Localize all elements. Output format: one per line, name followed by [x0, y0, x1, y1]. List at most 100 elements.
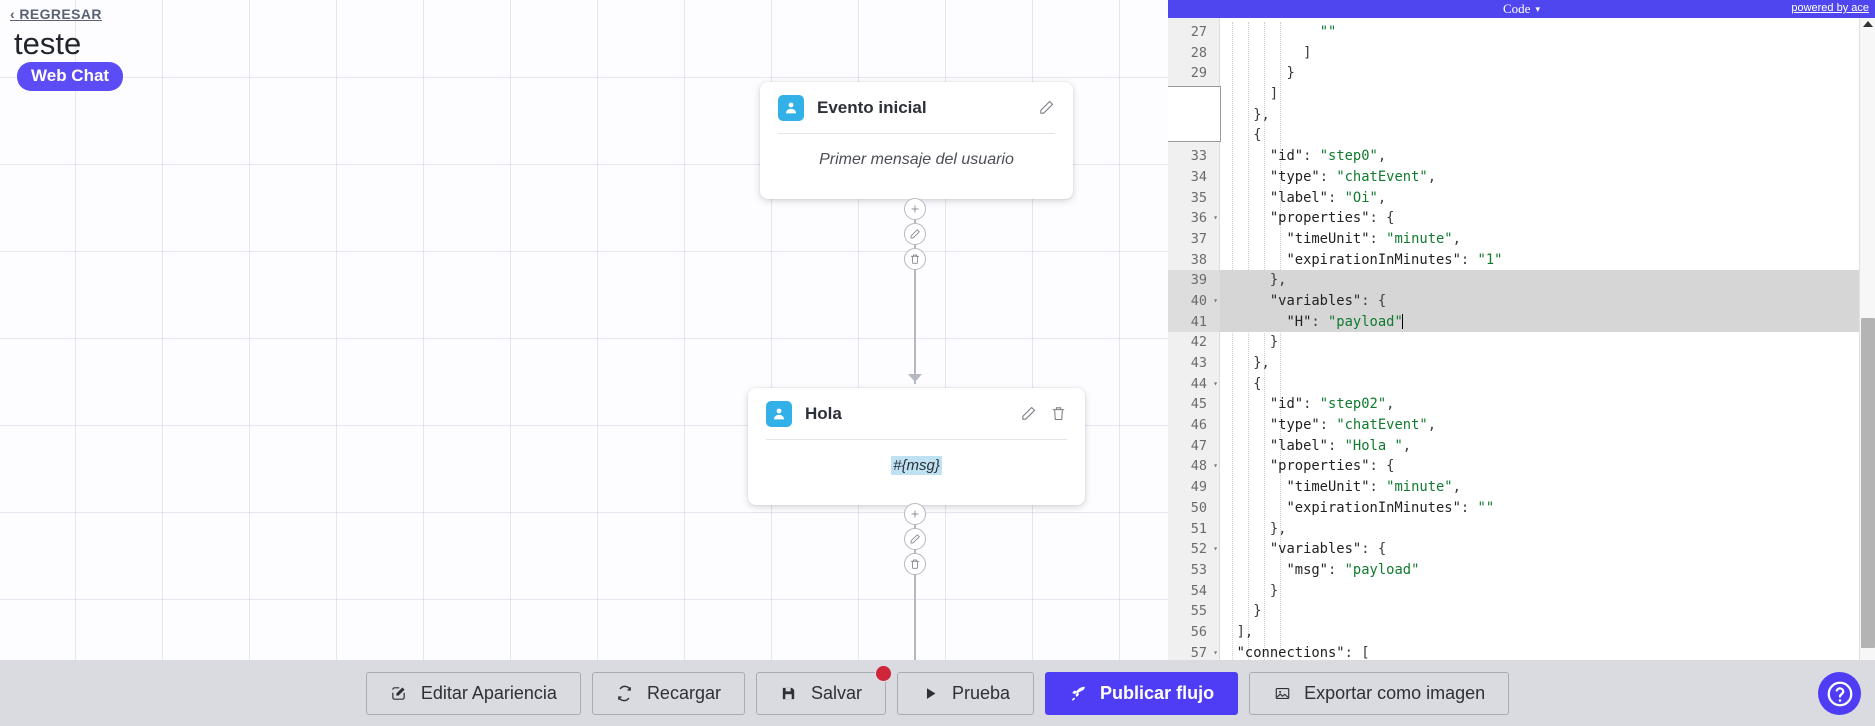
back-link[interactable]: ‹ REGRESAR [10, 6, 102, 22]
gutter-line-number[interactable]: 36 [1168, 208, 1219, 229]
gutter-line-number[interactable]: 48 [1168, 456, 1219, 477]
toolbar-button-recargar[interactable]: Recargar [591, 671, 745, 715]
toolbar-button-label: Prueba [952, 682, 1011, 703]
gutter-line-number[interactable]: 57 [1168, 643, 1219, 660]
code-line[interactable]: "variables": { [1269, 541, 1387, 558]
gutter-line-number[interactable]: 47 [1190, 437, 1207, 454]
code-line[interactable]: }, [1220, 270, 1875, 291]
gutter-line-number[interactable]: 33 [1190, 148, 1207, 165]
chevron-down-icon[interactable]: ▾ [1535, 3, 1540, 14]
gutter-line-number[interactable]: 42 [1190, 334, 1207, 351]
gutter-line-number[interactable]: 54 [1190, 582, 1207, 599]
code-line[interactable]: { [1220, 127, 1262, 144]
delete-icon[interactable] [904, 248, 926, 270]
code-line[interactable]: } [1220, 334, 1279, 351]
toolbar-button-exportar-como-imagen[interactable]: Exportar como imagen [1249, 671, 1510, 715]
code-line[interactable]: "timeUnit": "minute", [1286, 230, 1461, 247]
toolbar-button-prueba[interactable]: Prueba [897, 671, 1035, 715]
plus-icon[interactable] [904, 503, 926, 525]
edit-icon[interactable] [1020, 405, 1037, 422]
code-line[interactable]: }, [1220, 520, 1287, 537]
code-line[interactable]: }, [1220, 106, 1270, 123]
flow-node-evento-inicial[interactable]: Evento inicial Primer mensaje del usuari… [760, 82, 1073, 199]
editor-scrollbar[interactable] [1859, 18, 1875, 660]
toolbar-button-publicar-flujo[interactable]: Publicar flujo [1045, 671, 1239, 715]
flow-canvas[interactable]: ‹ REGRESAR teste Web Chat Evento inicial… [0, 0, 1168, 660]
gutter-line-number[interactable]: 56 [1190, 623, 1207, 640]
code-line[interactable]: "" [1319, 24, 1337, 40]
ace-credit-link[interactable]: powered by ace [1791, 2, 1869, 14]
code-line[interactable]: } [1220, 603, 1262, 620]
gutter-line-number[interactable]: 51 [1190, 520, 1207, 537]
code-line[interactable]: "properties": { [1269, 210, 1395, 227]
code-line[interactable]: ] [1220, 86, 1279, 103]
gutter-line-number[interactable]: 44 [1168, 374, 1219, 395]
gutter-line-number[interactable]: 50 [1190, 499, 1207, 516]
code-line[interactable]: { [1220, 375, 1262, 392]
editor-title: Code [1503, 1, 1531, 16]
scroll-up-arrow-icon[interactable] [1863, 21, 1873, 27]
code-line[interactable]: "connections": [ [1236, 644, 1370, 660]
gutter-line-number[interactable]: 46 [1190, 417, 1207, 434]
delete-icon[interactable] [1050, 405, 1067, 422]
gutter-line-number[interactable]: 31 [1190, 106, 1207, 123]
gutter-line-number[interactable]: 27 [1190, 24, 1207, 40]
code-line[interactable]: "expirationInMinutes": "1" [1286, 251, 1503, 268]
connector-line-1 [914, 199, 916, 384]
gutter-line-number[interactable]: 49 [1190, 479, 1207, 496]
gutter-line-number[interactable]: 40 [1168, 290, 1219, 312]
gutter-line-number[interactable]: 35 [1190, 189, 1207, 206]
toolbar-button-salvar[interactable]: Salvar [755, 664, 892, 715]
code-line[interactable]: "timeUnit": "minute", [1286, 479, 1461, 496]
gutter-line-number[interactable]: 41 [1168, 311, 1219, 333]
code-line[interactable]: "id": "step0", [1269, 148, 1387, 165]
gutter-line-number[interactable]: 32 [1168, 125, 1219, 146]
edit-icon[interactable] [904, 528, 926, 550]
code-line[interactable]: }, [1220, 355, 1270, 371]
gutter-line-number[interactable]: 53 [1190, 561, 1207, 578]
gutter-line-number[interactable]: 37 [1190, 230, 1207, 247]
help-button[interactable] [1818, 672, 1861, 715]
editor-gutter[interactable]: 27 28 29 30 31 32 33 34 35 3637 38 39404142 43 4445 46… [1168, 18, 1220, 660]
code-line[interactable]: ], [1220, 623, 1254, 640]
gutter-line-number[interactable]: 52 [1168, 539, 1219, 560]
editor-body[interactable]: 27 28 29 30 31 32 33 34 35 3637 38 39404142 43 4445 46… [1168, 18, 1875, 660]
code-line[interactable]: "label": "Hola ", [1269, 437, 1412, 454]
node-body: Primer mensaje del usuario [778, 134, 1055, 185]
code-line[interactable]: "H": "payload" [1220, 311, 1875, 333]
gutter-line-number[interactable]: 43 [1190, 355, 1207, 371]
code-line[interactable]: "id": "step02", [1269, 396, 1395, 413]
plus-icon[interactable] [904, 198, 926, 220]
flow-node-hola[interactable]: Hola #{msg} [748, 388, 1085, 505]
edit-icon[interactable] [1038, 99, 1055, 116]
code-line[interactable]: "expirationInMinutes": "" [1286, 499, 1495, 516]
gutter-line-number[interactable]: 28 [1190, 44, 1207, 61]
scrollbar-thumb[interactable] [1861, 318, 1875, 648]
code-line[interactable]: "type": "chatEvent", [1269, 417, 1436, 434]
delete-icon[interactable] [904, 553, 926, 575]
unsaved-changes-badge [875, 664, 892, 682]
gutter-line-number[interactable]: 45 [1190, 396, 1207, 413]
edit-icon[interactable] [904, 223, 926, 245]
code-line[interactable]: ] [1220, 44, 1312, 61]
toolbar-button-editar-apariencia[interactable]: Editar Apariencia [365, 671, 581, 715]
gutter-line-number[interactable]: 38 [1190, 251, 1207, 268]
gutter-line-number[interactable]: 55 [1190, 603, 1207, 620]
node-variable: #{msg} [891, 456, 942, 475]
gutter-line-number[interactable]: 34 [1190, 168, 1207, 185]
gutter-line-number[interactable]: 39 [1168, 270, 1219, 291]
gutter-line-number[interactable]: 29 [1190, 65, 1207, 82]
code-line[interactable]: } [1220, 582, 1279, 599]
code-editor-panel[interactable]: Code ▾ powered by ace 27 28 29 30 31 32 33 34 35… [1168, 0, 1875, 660]
toolbar-button-label: Recargar [646, 682, 721, 703]
code-line[interactable]: "msg": "payload" [1286, 561, 1420, 578]
code-line[interactable]: "label": "Oi", [1269, 189, 1387, 206]
code-line[interactable]: "variables": { [1220, 290, 1875, 312]
code-line[interactable]: "type": "chatEvent", [1269, 168, 1436, 185]
code-line[interactable]: "properties": { [1269, 458, 1395, 475]
node-header: Hola [766, 388, 1067, 440]
gutter-line-number[interactable]: 30 [1190, 86, 1207, 103]
editor-code-area[interactable]: "" ] } ] }, { "id": "step0", "type": "ch… [1220, 18, 1875, 660]
code-line[interactable]: } [1220, 65, 1295, 82]
node-header: Evento inicial [778, 82, 1055, 134]
